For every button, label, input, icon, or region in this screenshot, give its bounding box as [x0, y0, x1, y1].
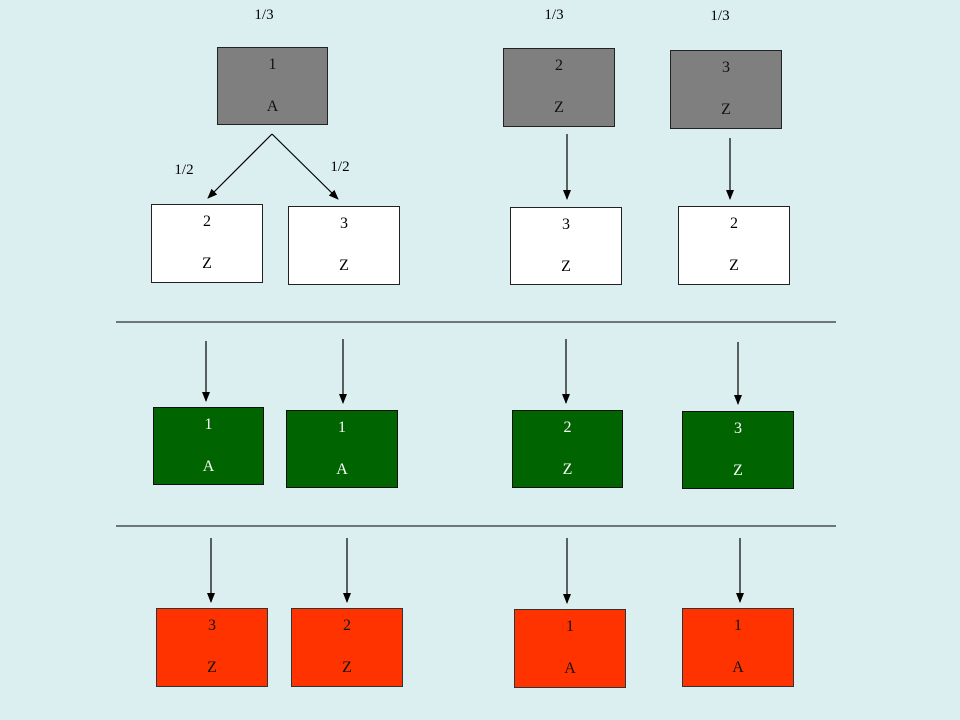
box-letter: A [266, 98, 279, 115]
box-number: 1 [566, 618, 574, 635]
green-box-4: 3 Z [682, 411, 794, 489]
red-box-4: 1 A [682, 608, 794, 687]
prob-label-branch-left: 1/2 [174, 162, 194, 178]
box-number: 1 [268, 56, 277, 73]
box-letter: Z [733, 462, 743, 479]
box-letter: A [202, 458, 215, 475]
gray-box-1: 1 A [217, 47, 328, 125]
box-letter: A [336, 461, 348, 478]
box-letter: Z [202, 255, 212, 272]
box-number: 1 [338, 419, 346, 436]
box-number: 3 [340, 215, 348, 232]
white-box-3: 3 Z [510, 207, 622, 285]
red-box-3: 1 A [514, 609, 626, 688]
box-letter: Z [721, 101, 731, 118]
box-letter: Z [207, 659, 217, 676]
prob-label-door-2: 1/3 [544, 7, 564, 23]
prob-label-branch-right: 1/2 [330, 159, 350, 175]
box-letter: Z [554, 99, 564, 116]
green-box-2: 1 A [286, 410, 398, 488]
box-number: 2 [343, 617, 351, 634]
box-number: 2 [203, 213, 211, 230]
box-letter: A [564, 660, 576, 677]
red-box-1: 3 Z [156, 608, 268, 687]
box-number: 2 [555, 57, 563, 74]
box-letter: Z [339, 257, 349, 274]
prob-label-door-3: 1/3 [710, 8, 730, 24]
box-number: 2 [563, 419, 572, 436]
box-number: 3 [722, 59, 730, 76]
box-letter: Z [561, 258, 571, 275]
gray-box-2: 2 Z [503, 48, 615, 127]
box-number: 3 [208, 617, 216, 634]
box-number: 3 [562, 216, 570, 233]
box-letter: A [732, 659, 744, 676]
red-box-2: 2 Z [291, 608, 403, 687]
white-box-1: 2 Z [151, 204, 263, 283]
green-box-1: 1 A [153, 407, 264, 485]
branch-arrow-right [271, 133, 339, 200]
box-number: 2 [730, 215, 738, 232]
box-number: 1 [204, 416, 213, 433]
box-number: 3 [734, 420, 742, 437]
prob-label-door-1: 1/3 [254, 7, 274, 23]
box-number: 1 [734, 617, 742, 634]
white-box-2: 3 Z [288, 206, 400, 285]
gray-box-3: 3 Z [670, 50, 782, 129]
box-letter: Z [342, 659, 352, 676]
branch-arrow-left [207, 133, 273, 199]
box-letter: Z [729, 257, 739, 274]
green-box-3: 2 Z [512, 410, 623, 488]
box-letter: Z [562, 461, 573, 478]
white-box-4: 2 Z [678, 206, 790, 285]
